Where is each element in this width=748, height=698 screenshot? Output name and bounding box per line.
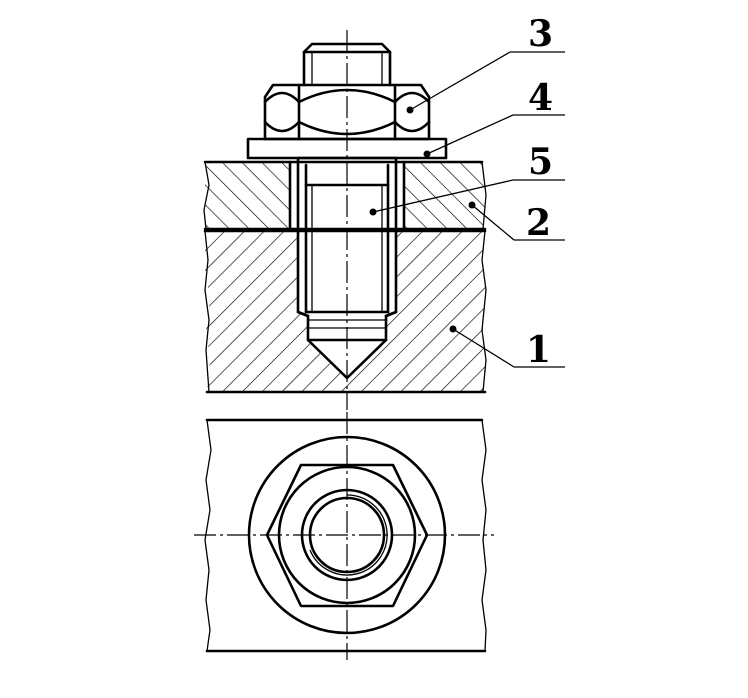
callout-2: 2 xyxy=(468,201,565,244)
callout-3: 3 xyxy=(406,13,565,114)
callout-label-5: 5 xyxy=(528,141,553,183)
callout-label-2: 2 xyxy=(526,202,551,244)
callout-4: 4 xyxy=(423,77,565,158)
callout-label-4: 4 xyxy=(528,77,553,119)
top-view xyxy=(194,412,494,660)
thread-root-arc xyxy=(309,494,388,576)
callout-5: 5 xyxy=(369,141,565,216)
callout-label-1: 1 xyxy=(526,329,551,371)
callout-1: 1 xyxy=(449,325,565,371)
top-plate-section xyxy=(203,160,487,231)
callout-label-3: 3 xyxy=(528,13,553,55)
